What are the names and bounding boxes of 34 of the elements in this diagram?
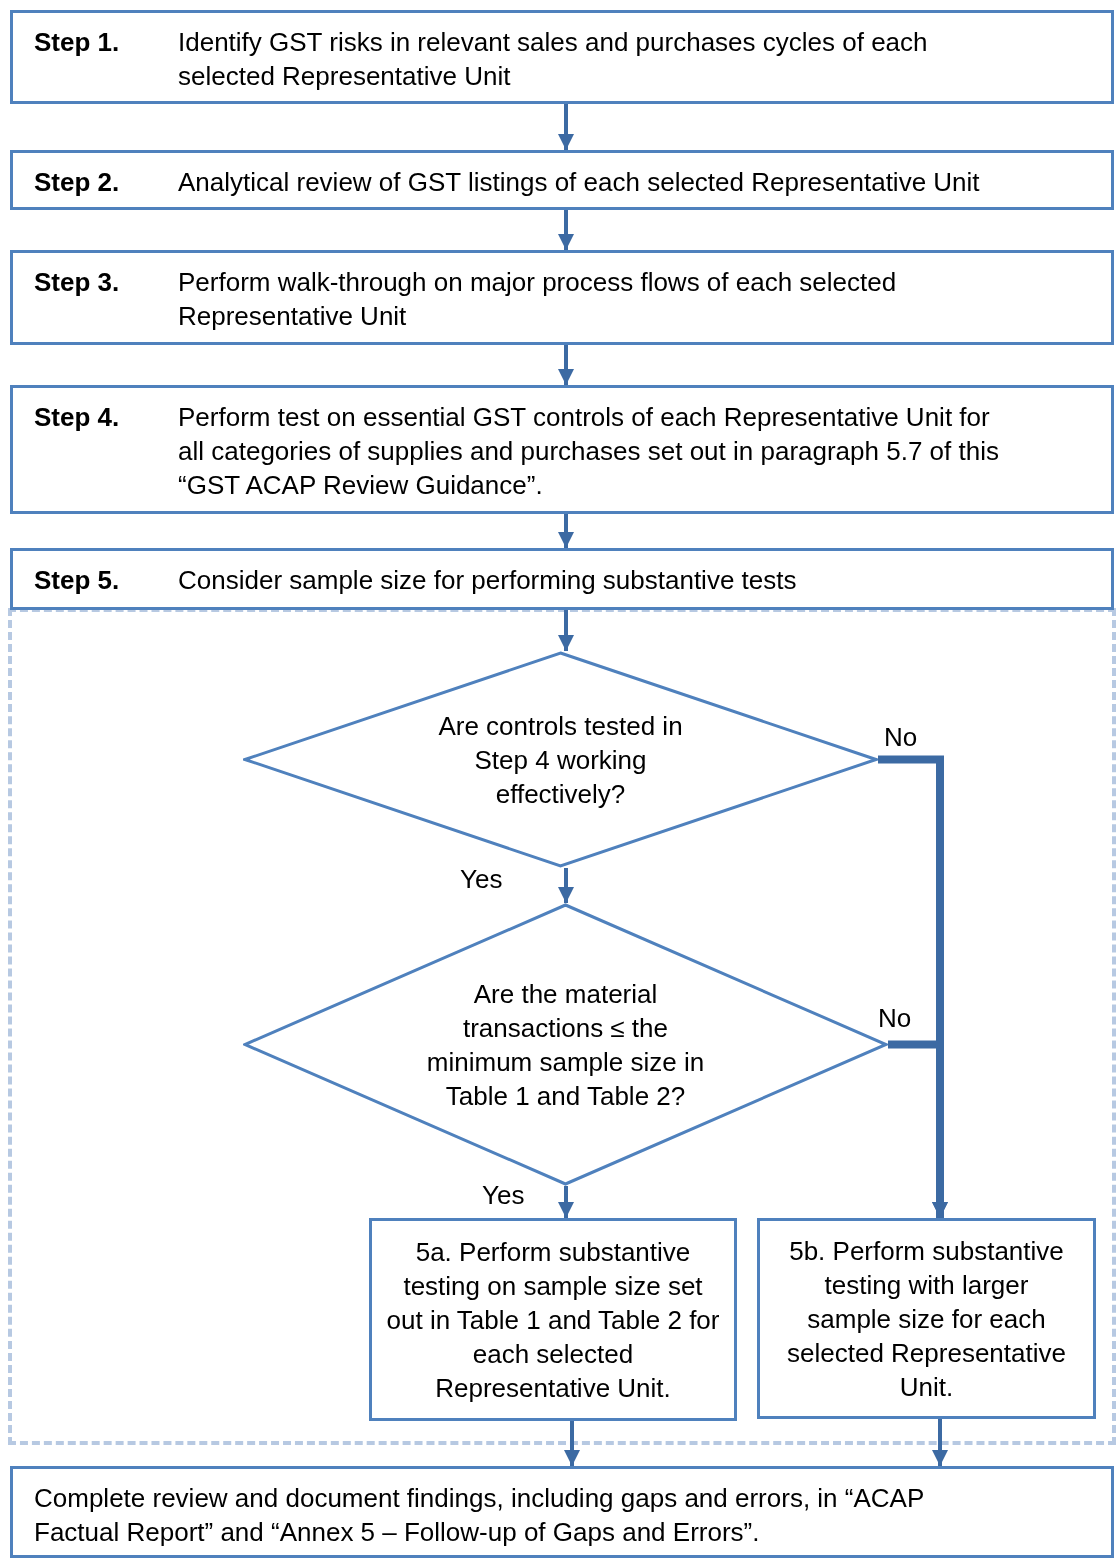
decision-text: Are the material transactions ≤ the minimum sample size in Table 1 and Table 2? (425, 977, 706, 1113)
step-text: Perform walk-through on major process flows of each selected Representative Unit (178, 266, 898, 333)
step-text: Analytical review of GST listings of each selected Representative Unit (178, 166, 980, 199)
process-box (369, 1218, 737, 1421)
step-number: Step 3. (33, 266, 121, 299)
process-text: 5b. Perform substantive testing with larger sample size for each selected Representative Unit. (786, 1234, 1067, 1404)
process-text: Complete review and document findings, including gaps and errors, in “ACAP Factual Report” and “Annex 5 – Follow-up of Gaps and Errors”. (34, 1482, 925, 1549)
step-number: Step 1. (33, 26, 121, 59)
process-box (10, 1466, 1114, 1558)
step-number: Step 4. (33, 401, 121, 434)
arrow (564, 1421, 580, 1466)
arrow (558, 345, 574, 385)
step-text: Perform test on essential GST controls of each Representative Unit for all categories of supplies and purchases set out in paragraph 5.7 of this “GST ACAP Review Guidance”. (178, 401, 1000, 502)
process-box (10, 10, 1114, 104)
arrow (558, 868, 574, 903)
arrow (558, 610, 574, 651)
arrow (888, 1040, 948, 1218)
process-text: 5a. Perform substantive testing on sample size set out in Table 1 and Table 2 for each selected Representative Unit. (385, 1235, 721, 1405)
arrow (558, 104, 574, 150)
arrow (558, 514, 574, 548)
step-text: Identify GST risks in relevant sales and purchases cycles of each selected Representative Unit (178, 26, 929, 93)
process-box (10, 250, 1114, 345)
process-box (10, 150, 1114, 210)
arrow (558, 210, 574, 250)
step-number: Step 5. (33, 564, 121, 597)
step-number: Step 2. (33, 166, 121, 199)
process-box (10, 548, 1114, 610)
decision-diamond (243, 651, 878, 868)
arrow (932, 1419, 948, 1466)
process-box (10, 385, 1114, 514)
decision-text: Are controls tested in Step 4 working effectively? (437, 709, 684, 811)
arrow (558, 1186, 574, 1218)
process-box (757, 1218, 1096, 1419)
step-text: Consider sample size for performing substantive tests (178, 564, 797, 597)
